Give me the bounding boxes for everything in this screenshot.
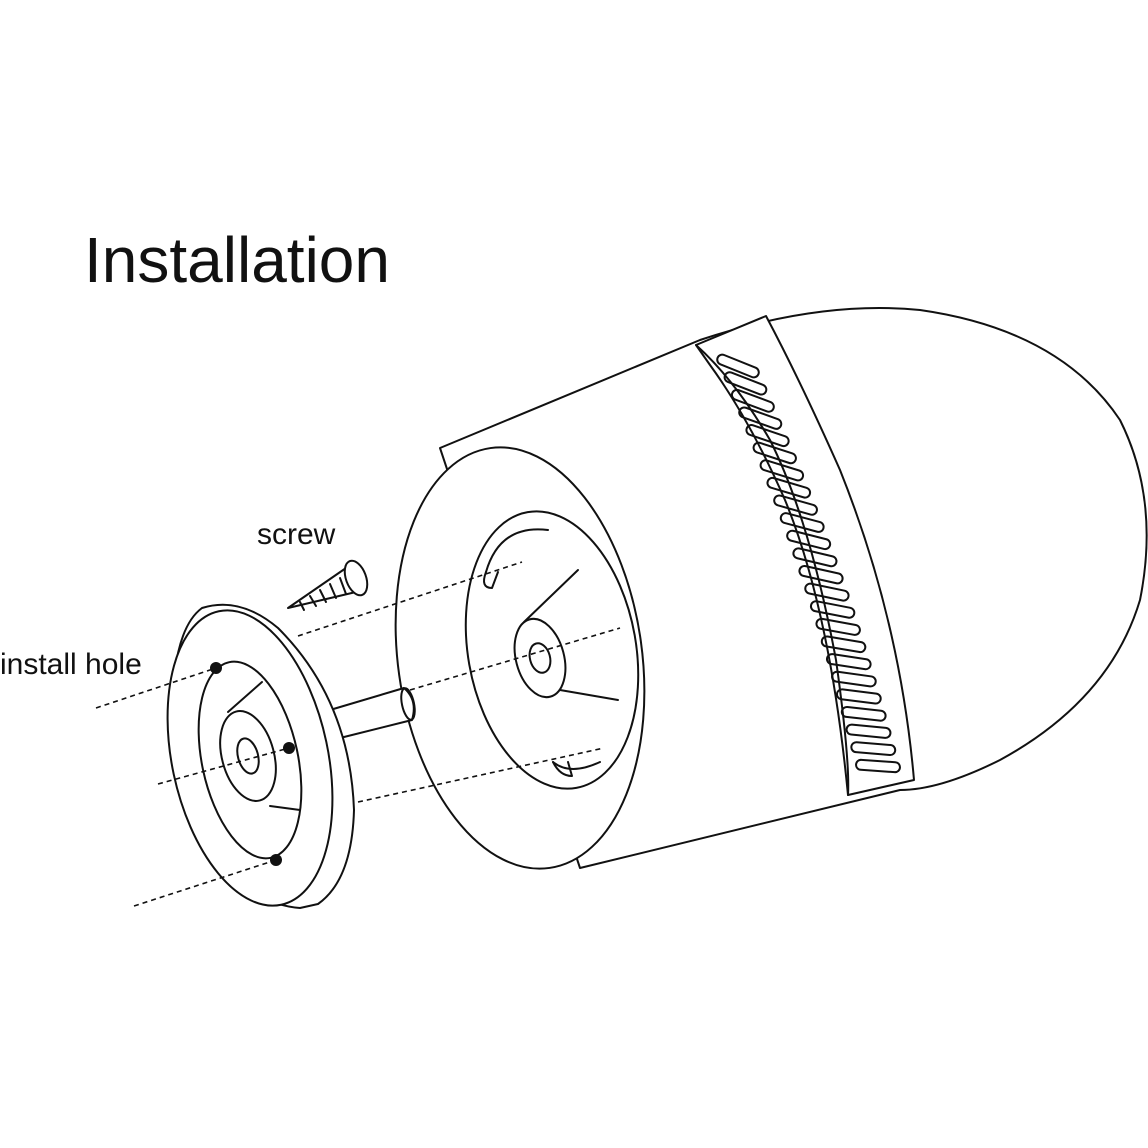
- clamp-slot: [840, 705, 887, 722]
- mounting-pin: [329, 687, 416, 739]
- alignment-guides: [95, 561, 621, 907]
- clamp-slot: [792, 547, 838, 568]
- clamp-slot: [815, 617, 861, 636]
- camera-front-face: [394, 446, 646, 870]
- clamp-slot: [855, 758, 901, 774]
- page-title: Installation: [84, 224, 390, 296]
- clamp-slots: [716, 353, 901, 774]
- screw-label: screw: [257, 518, 336, 551]
- clamp-slot: [835, 688, 882, 705]
- install-hole-label: install hole: [0, 648, 142, 681]
- clamp-slot: [779, 512, 825, 533]
- clamp-slot: [773, 494, 818, 516]
- clamp-slot: [752, 441, 797, 465]
- clamp-slot: [738, 406, 783, 430]
- clamp-slot: [850, 741, 897, 757]
- clamp-slot: [716, 353, 760, 379]
- clamp-slot: [786, 529, 832, 551]
- base-plate: [166, 603, 355, 909]
- clamp-slot: [759, 459, 805, 482]
- clamp-slot: [845, 723, 892, 739]
- clamp-slot: [804, 582, 850, 602]
- hose-clamp-band: [695, 315, 915, 796]
- clamp-slot: [820, 635, 867, 654]
- clamp-slot: [798, 564, 844, 585]
- clamp-slot: [723, 371, 768, 396]
- screw-icon: [287, 559, 369, 611]
- clamp-slot: [730, 388, 775, 413]
- clamp-slot: [745, 424, 790, 448]
- clamp-slot: [766, 476, 812, 499]
- clamp-slot: [825, 653, 872, 671]
- clamp-slot: [809, 600, 856, 619]
- clamp-slot: [831, 670, 877, 688]
